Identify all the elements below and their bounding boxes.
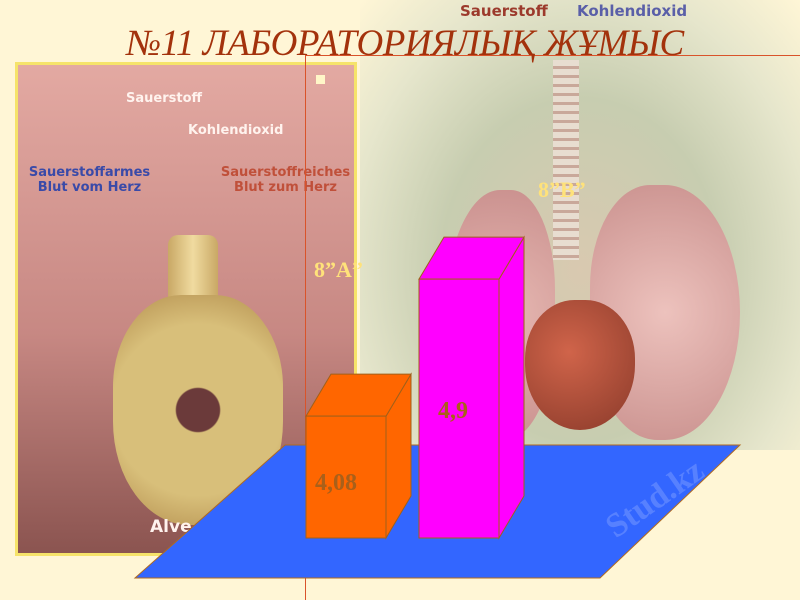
value-label-a: 4,08 — [315, 470, 357, 496]
panel-oxygen-label: Sauerstoff — [126, 91, 203, 106]
category-label-a: 8”A” — [314, 257, 363, 282]
bar-1-front — [418, 278, 500, 539]
panel-bottom-label: Alve — [150, 517, 192, 537]
heart-image — [525, 300, 635, 430]
panel-deoxygenated-label: Sauerstoffarmes Blut vom Herz — [28, 165, 151, 195]
bar-1-side — [498, 235, 525, 540]
chart-frame — [305, 55, 800, 600]
torso-oxygen-label: Sauerstoff — [460, 2, 548, 20]
panel-oxygenated-label: Sauerstoffreiches Blut zum Herz — [220, 165, 351, 195]
category-label-b: 8”B” — [538, 177, 586, 202]
page-title: №11 ЛАБОРАТОРИЯЛЫҚ ЖҰМЫС — [126, 23, 684, 64]
bar-0-front — [305, 415, 387, 539]
trachea-image — [553, 60, 579, 260]
value-label-b: 4,9 — [438, 398, 468, 424]
torso-co2-label: Kohlendioxid — [577, 2, 688, 20]
panel-co2-label: Kohlendioxid — [188, 123, 284, 138]
bullet-marker — [316, 75, 325, 84]
